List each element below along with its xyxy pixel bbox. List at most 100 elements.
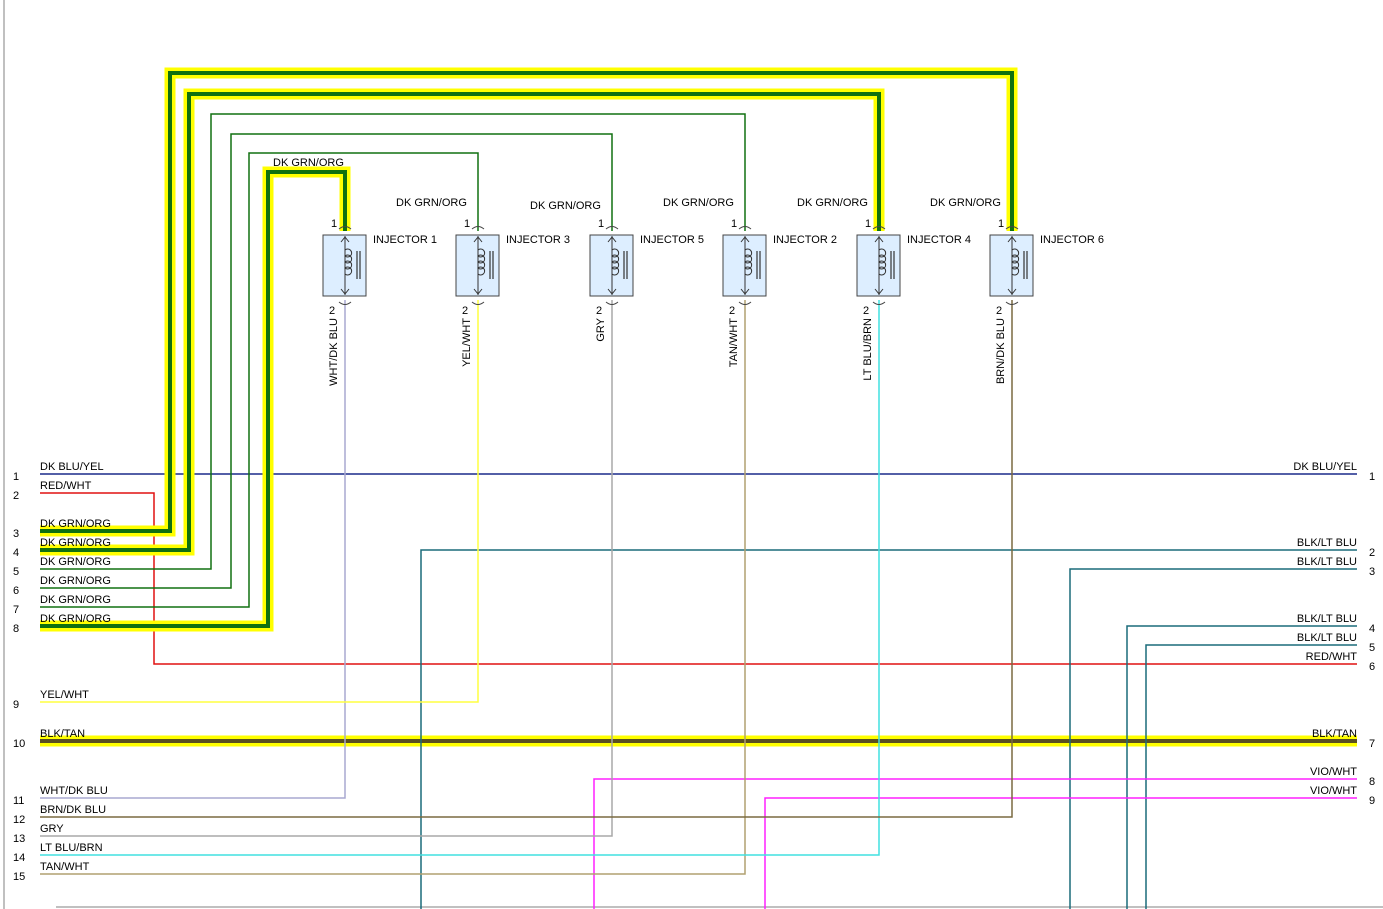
left-pin-1: 1 <box>13 471 19 483</box>
wires <box>3 0 1383 909</box>
injector-6: INJECTOR 6 1 2 DK GRN/ORG BRN/DK BLU <box>930 197 1104 384</box>
injector-name: INJECTOR 3 <box>506 234 570 246</box>
injector-name: INJECTOR 2 <box>773 234 837 246</box>
left-wire-label-2: RED/WHT <box>40 480 92 492</box>
right-wire-label-8: VIO/WHT <box>1310 766 1357 778</box>
injector-2: INJECTOR 3 1 2 DK GRN/ORG YEL/WHT <box>396 197 570 367</box>
left-pin-14: 14 <box>13 852 25 864</box>
left-pin-3: 3 <box>13 528 19 540</box>
arrow-up-icon <box>874 236 884 243</box>
left-pin-8: 8 <box>13 623 19 635</box>
left-wire-label-12: BRN/DK BLU <box>40 804 106 816</box>
connector-cap-bottom <box>872 301 886 305</box>
wire-injector-6-pin1 <box>40 71 1014 533</box>
left-wire-label-1: DK BLU/YEL <box>40 461 104 473</box>
wire-blk-lt-blu-3 <box>1069 568 1357 909</box>
solenoid-coil-icon <box>611 248 620 276</box>
wire-injector-2-pin1 <box>40 152 479 608</box>
injector-pin-top: 1 <box>998 218 1004 230</box>
solenoid-coil-icon <box>344 248 353 276</box>
injector-pin-top: 1 <box>464 218 470 230</box>
left-wire-label-13: GRY <box>40 823 64 835</box>
left-pin-13: 13 <box>13 833 25 845</box>
connector-cap-bottom <box>1005 301 1019 305</box>
arrow-up-icon <box>1007 236 1017 243</box>
injector-top-wire-label: DK GRN/ORG <box>797 197 868 209</box>
right-pin-2: 2 <box>1369 547 1375 559</box>
connector-cap-bottom <box>738 301 752 305</box>
right-pin-4: 4 <box>1369 623 1375 635</box>
right-wire-label-4: BLK/LT BLU <box>1297 613 1357 625</box>
arrow-down-icon <box>607 288 617 295</box>
right-pin-9: 9 <box>1369 795 1375 807</box>
wire-injector-4-pin2 <box>40 300 746 875</box>
connector-cap-top <box>605 226 619 230</box>
injector-pin-top: 1 <box>731 218 737 230</box>
right-pin-1: 1 <box>1369 471 1375 483</box>
solenoid-coil-icon <box>878 248 887 276</box>
left-pin-6: 6 <box>13 585 19 597</box>
injector-bottom-wire-label: YEL/WHT <box>461 318 473 367</box>
right-wire-label-1: DK BLU/YEL <box>1293 461 1357 473</box>
injector-top-wire-label: DK GRN/ORG <box>930 197 1001 209</box>
solenoid-coil-icon <box>744 248 753 276</box>
left-wire-label-15: TAN/WHT <box>40 861 90 873</box>
left-wire-label-3: DK GRN/ORG <box>40 518 111 530</box>
left-wire-label-6: DK GRN/ORG <box>40 575 111 587</box>
right-pin-5: 5 <box>1369 642 1375 654</box>
injector-pin-bottom: 2 <box>729 305 735 317</box>
wire-red-wht <box>40 492 1357 665</box>
left-wire-label-8: DK GRN/ORG <box>40 613 111 625</box>
wire-blk-lt-blu-4 <box>1126 625 1357 909</box>
arrow-up-icon <box>340 236 350 243</box>
injector-top-wire-label: DK GRN/ORG <box>530 200 601 212</box>
arrow-down-icon <box>740 288 750 295</box>
wire-vio-wht-9 <box>764 797 1357 909</box>
connector-cap-top <box>872 226 886 230</box>
injector-bottom-wire-label: WHT/DK BLU <box>328 318 340 386</box>
injector-bottom-wire-label: BRN/DK BLU <box>995 318 1007 384</box>
left-pin-12: 12 <box>13 814 25 826</box>
right-wire-label-6: RED/WHT <box>1306 651 1358 663</box>
right-pin-7: 7 <box>1369 738 1375 750</box>
wire-injector-4-pin1 <box>40 113 746 570</box>
solenoid-coil-icon <box>477 248 486 276</box>
arrow-down-icon <box>874 288 884 295</box>
connector-cap-top <box>471 226 485 230</box>
injector-name: INJECTOR 4 <box>907 234 971 246</box>
arrow-down-icon <box>340 288 350 295</box>
left-wire-label-14: LT BLU/BRN <box>40 842 103 854</box>
injector-pin-top: 1 <box>331 218 337 230</box>
injector-name: INJECTOR 6 <box>1040 234 1104 246</box>
right-pin-3: 3 <box>1369 566 1375 578</box>
wire-injector-5-pin2 <box>40 300 880 856</box>
injector-bottom-wire-label: TAN/WHT <box>728 318 740 368</box>
right-wire-label-7: BLK/TAN <box>1312 728 1357 740</box>
right-wire-label-2: BLK/LT BLU <box>1297 537 1357 549</box>
wire-blk-lt-blu-2 <box>420 549 1357 909</box>
connector-cap-top <box>1005 226 1019 230</box>
wire-injector-6-pin2 <box>40 300 1013 818</box>
wire-injector-2-pin2 <box>40 300 479 703</box>
right-wire-label-9: VIO/WHT <box>1310 785 1357 797</box>
left-wire-label-10: BLK/TAN <box>40 728 85 740</box>
arrow-up-icon <box>607 236 617 243</box>
wire-blk-lt-blu-5 <box>1145 644 1357 909</box>
arrow-up-icon <box>740 236 750 243</box>
injector-pin-bottom: 2 <box>596 305 602 317</box>
left-wire-label-5: DK GRN/ORG <box>40 556 111 568</box>
injector-pin-bottom: 2 <box>462 305 468 317</box>
injector-pin-bottom: 2 <box>863 305 869 317</box>
injector-top-wire-label: DK GRN/ORG <box>663 197 734 209</box>
left-wire-label-9: YEL/WHT <box>40 689 89 701</box>
injector-name: INJECTOR 5 <box>640 234 704 246</box>
injector-top-wire-label: DK GRN/ORG <box>396 197 467 209</box>
left-wire-label-7: DK GRN/ORG <box>40 594 111 606</box>
injector-pin-bottom: 2 <box>996 305 1002 317</box>
left-pin-7: 7 <box>13 604 19 616</box>
left-pin-5: 5 <box>13 566 19 578</box>
